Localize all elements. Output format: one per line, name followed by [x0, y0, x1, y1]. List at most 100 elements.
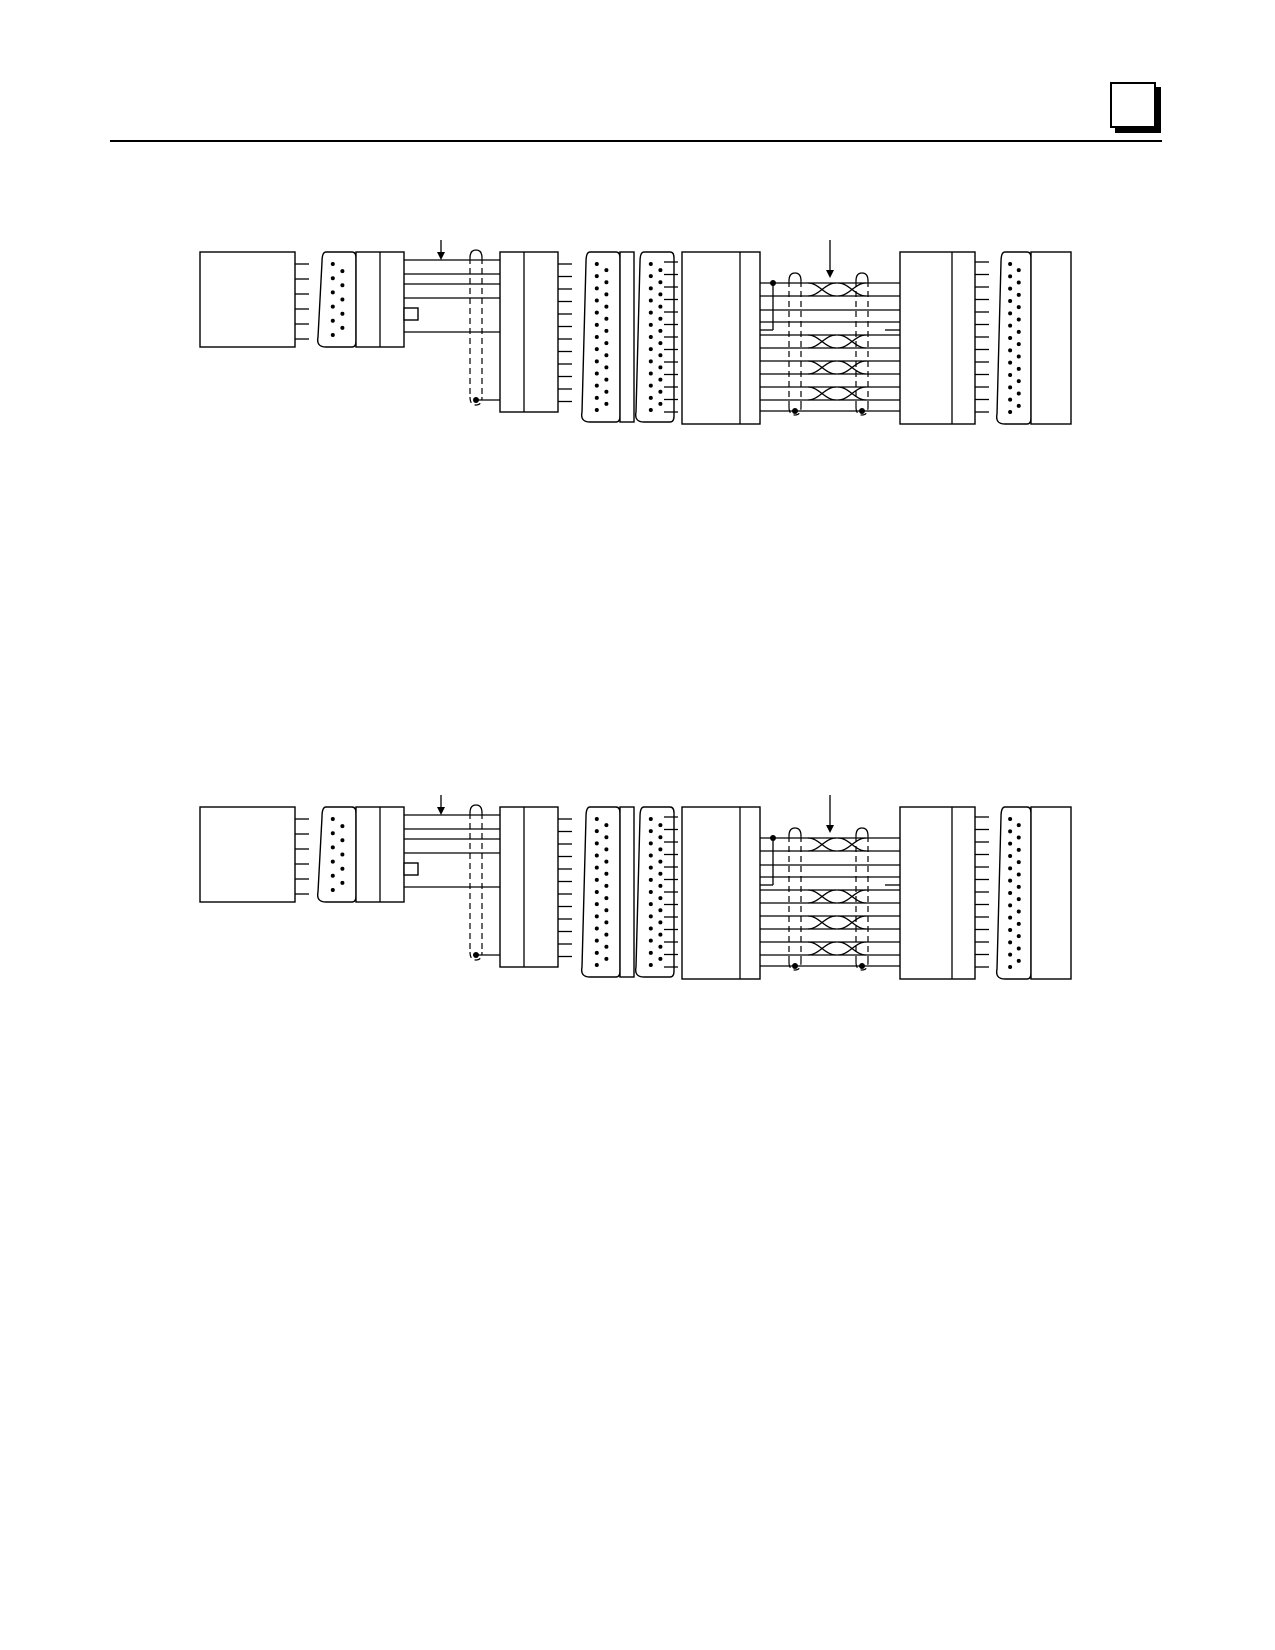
twisted-pair-wire: [837, 334, 867, 349]
pin: [340, 283, 345, 288]
pin: [340, 297, 345, 302]
pin: [604, 280, 609, 285]
pin: [1008, 817, 1013, 821]
pin: [594, 335, 599, 339]
25-pin-d-connector-icon: [580, 251, 621, 423]
pin: [1008, 385, 1013, 390]
pin: [658, 859, 663, 864]
pin: [658, 908, 663, 913]
pin: [594, 371, 599, 376]
d-shell: [634, 251, 675, 423]
pin: [604, 304, 609, 309]
pin: [594, 914, 599, 919]
pin: [648, 359, 653, 364]
pin: [1008, 323, 1013, 328]
d-shell: [316, 251, 357, 348]
pin: [604, 292, 609, 297]
arrow-head: [826, 825, 834, 833]
cable-shield-icon: [788, 827, 802, 837]
pin: [1008, 829, 1013, 834]
pin: [330, 831, 335, 836]
pin: [1016, 835, 1021, 840]
15-pin-d-connector-icon: [316, 251, 357, 348]
pin: [1016, 958, 1021, 963]
cable-diagram-1: [0, 240, 1275, 500]
pin: [330, 817, 335, 821]
arrow-head: [437, 252, 445, 260]
connector-backshell-right: [1030, 806, 1072, 980]
shield-bottom: [469, 396, 483, 406]
pin: [594, 938, 599, 943]
interface-module-c: [681, 806, 761, 980]
pin: [604, 896, 609, 901]
pin: [648, 322, 653, 327]
pin: [340, 838, 345, 843]
pin: [1008, 286, 1013, 291]
pin: [594, 877, 599, 882]
pin: [604, 871, 609, 876]
pin: [604, 389, 609, 394]
pin: [1016, 847, 1021, 852]
pin: [1016, 921, 1021, 926]
pin: [1008, 841, 1013, 846]
pin: [1008, 928, 1013, 932]
pin: [594, 890, 599, 894]
pin: [604, 883, 609, 888]
pin: [648, 890, 653, 894]
pin: [1008, 915, 1013, 920]
pin: [658, 292, 663, 297]
header-rule: [110, 140, 1162, 142]
pin: [604, 377, 609, 382]
pin: [658, 847, 663, 852]
pin: [1016, 329, 1021, 334]
twisted-pair-wire: [837, 889, 867, 904]
pin: [604, 908, 609, 913]
pin: [594, 310, 599, 315]
pin: [1008, 940, 1013, 945]
pin: [594, 395, 599, 400]
shield-bottom: [469, 951, 483, 961]
pin: [1016, 897, 1021, 902]
pin: [594, 383, 599, 388]
pin: [648, 395, 653, 400]
strain-relief-tab: [403, 862, 419, 876]
pin: [330, 318, 335, 323]
pin: [658, 920, 663, 925]
pin: [1016, 305, 1021, 310]
pin: [648, 926, 653, 931]
pin: [1008, 903, 1013, 908]
twisted-pair-wire: [807, 360, 837, 375]
pin: [330, 262, 335, 266]
twisted-pair-wire: [807, 941, 837, 956]
pin: [1008, 866, 1013, 871]
pin: [1008, 262, 1013, 266]
connector-backshell-right: [1030, 251, 1072, 425]
pin: [330, 290, 335, 295]
d-shell: [580, 806, 621, 978]
pin: [1016, 317, 1021, 322]
25-pin-d-connector-icon: [634, 251, 675, 423]
pin: [648, 298, 653, 303]
pin: [648, 950, 653, 955]
cable-shield-icon: [855, 827, 869, 837]
pin: [648, 865, 653, 870]
pin: [658, 328, 663, 333]
pin: [604, 365, 609, 370]
pin: [594, 841, 599, 846]
pin: [594, 408, 599, 412]
pin: [330, 888, 335, 892]
pin: [648, 914, 653, 919]
pin: [658, 871, 663, 876]
pin: [648, 853, 653, 858]
pin: [604, 328, 609, 333]
pin: [658, 883, 663, 888]
twisted-pair-wire: [807, 386, 837, 401]
pin: [658, 389, 663, 394]
pin: [648, 408, 653, 412]
twisted-pair-wire: [837, 837, 867, 852]
terminal-block-b: [499, 806, 559, 968]
25-pin-d-connector-icon: [634, 806, 675, 978]
twisted-pair-wire: [837, 915, 867, 930]
pin: [648, 286, 653, 291]
